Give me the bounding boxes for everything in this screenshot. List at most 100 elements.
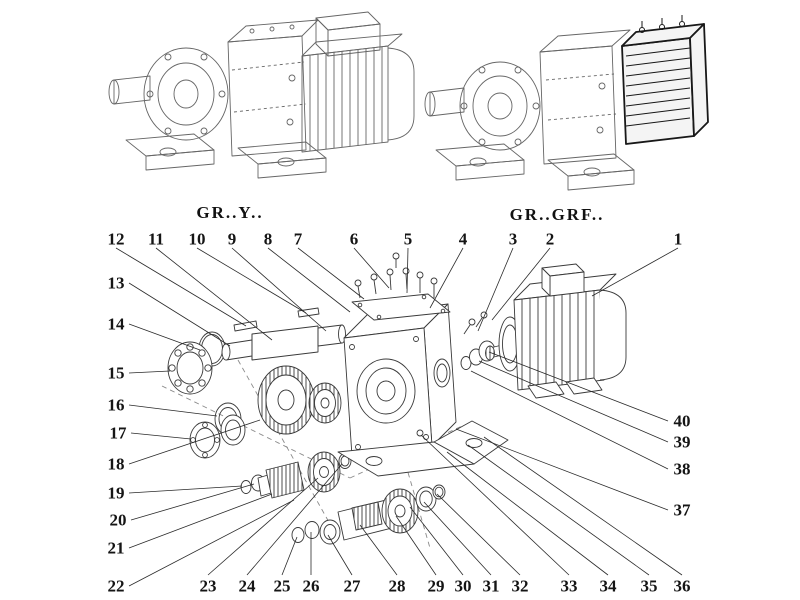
callout-8: 8: [263, 229, 273, 249]
leader-line-15: [128, 370, 171, 374]
callout-23: 23: [199, 576, 217, 596]
leader-line-20: [130, 483, 255, 521]
exploded-view: [115, 247, 683, 587]
callout-5: 5: [403, 229, 413, 249]
callout-33: 33: [560, 576, 578, 596]
leader-line-9: [231, 247, 327, 332]
gearbox-housing: [343, 303, 457, 457]
leader-line-16: [128, 404, 218, 417]
gearbox-housing-right: [539, 29, 631, 165]
leader-line-36: [483, 436, 683, 576]
callout-30: 30: [454, 576, 472, 596]
leader-line-28: [359, 524, 398, 576]
callout-11: 11: [147, 229, 165, 249]
splined-shaft-cluster: [291, 484, 446, 545]
breather-plug: [392, 252, 400, 260]
callout-24: 24: [238, 576, 256, 596]
figure-gr-grf-drawing: [424, 15, 709, 191]
callout-38: 38: [673, 459, 691, 479]
leader-line-4: [429, 247, 464, 309]
callout-36: 36: [673, 576, 691, 596]
housing-base: [337, 420, 509, 477]
output-shaft-right: [424, 87, 465, 117]
drain-plug: [416, 429, 424, 437]
callout-28: 28: [388, 576, 406, 596]
callout-35: 35: [640, 576, 658, 596]
callout-6: 6: [349, 229, 359, 249]
callout-19: 19: [107, 483, 125, 503]
shaft-key-2: [297, 307, 320, 318]
leader-line-34: [446, 451, 609, 576]
callout-4: 4: [458, 229, 468, 249]
callout-39: 39: [673, 432, 691, 452]
output-shaft-left: [108, 75, 151, 105]
gearbox-housing-left: [227, 19, 319, 157]
callout-34: 34: [599, 576, 617, 596]
callout-20: 20: [109, 510, 127, 530]
leader-line-13: [128, 282, 231, 347]
callout-27: 27: [343, 576, 361, 596]
output-bearings: [189, 414, 246, 459]
callout-2: 2: [545, 229, 555, 249]
callout-12: 12: [107, 229, 125, 249]
leader-line-8: [267, 247, 351, 313]
leader-line-23: [207, 477, 319, 576]
figure-label-gr-y: GR..Y..: [196, 203, 264, 222]
leader-line-24: [246, 463, 343, 576]
coupling-parts: [460, 311, 496, 370]
callout-16: 16: [107, 395, 125, 415]
leader-line-27: [327, 534, 353, 576]
feet-left: [125, 133, 327, 179]
leader-line-18: [128, 419, 261, 465]
leader-line-7: [297, 247, 365, 300]
callout-13: 13: [107, 273, 125, 293]
leader-line-10: [196, 247, 307, 314]
leader-line-3: [477, 247, 514, 332]
front-bell-left: [143, 47, 229, 141]
front-bell-right: [459, 61, 541, 151]
pinion-cluster: [240, 451, 352, 499]
leader-line-30: [409, 506, 464, 576]
leader-lines: [115, 247, 683, 587]
callout-3: 3: [508, 229, 518, 249]
feet-right: [435, 143, 635, 191]
callout-9: 9: [227, 229, 237, 249]
large-ball-bearing: [167, 341, 213, 395]
motor-assembly: [485, 263, 627, 399]
callout-18: 18: [107, 454, 125, 474]
figure-gr-y-drawing: [108, 11, 415, 179]
leader-line-25: [281, 536, 298, 576]
callout-31: 31: [482, 576, 500, 596]
leader-line-12: [115, 247, 247, 327]
callout-7: 7: [293, 229, 303, 249]
leader-line-32: [436, 493, 521, 576]
callout-21: 21: [107, 538, 125, 558]
output-shaft-assembly: [221, 307, 346, 361]
leader-line-22: [128, 499, 295, 587]
terminal-box-left: [315, 11, 381, 57]
motor-body-left: [301, 33, 415, 153]
leader-line-38: [470, 370, 669, 470]
leader-line-40: [488, 351, 669, 422]
output-gear: [257, 365, 315, 435]
leader-line-5: [406, 247, 409, 294]
dark-cover-block: [621, 15, 709, 145]
callout-25: 25: [273, 576, 291, 596]
leader-line-33: [420, 434, 570, 576]
callout-14: 14: [107, 314, 125, 334]
callout-1: 1: [673, 229, 683, 249]
leader-line-17: [130, 432, 192, 440]
leader-line-6: [353, 247, 390, 289]
callout-10: 10: [188, 229, 206, 249]
figure-label-gr-grf: GR..GRF..: [509, 205, 605, 224]
callout-22: 22: [107, 576, 125, 596]
leader-line-29: [395, 515, 437, 576]
leader-line-19: [128, 485, 243, 494]
leader-line-11: [155, 247, 273, 341]
leader-line-37: [455, 428, 669, 511]
cover-bolts: [354, 252, 438, 299]
leader-line-14: [128, 323, 201, 351]
motor-fan-cowl: [599, 289, 627, 381]
